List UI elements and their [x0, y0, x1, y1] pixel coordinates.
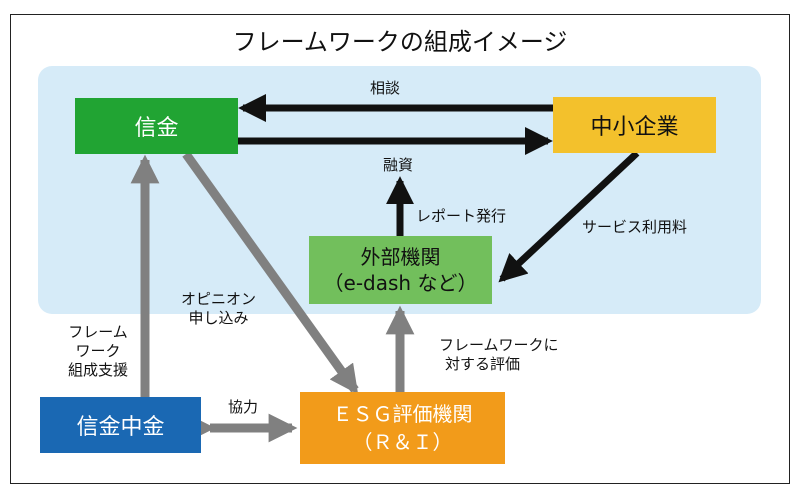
label-framework-evaluation: フレームワークに 対する評価: [439, 336, 559, 374]
node-external-label-line1: 外部機関: [360, 245, 441, 269]
label-framework-support-line2: ワーク: [75, 342, 121, 360]
node-esg-agency: ＥＳＧ評価機関 （Ｒ＆Ｉ）: [300, 392, 505, 464]
node-shinkin-chukin: 信金中金: [40, 397, 201, 453]
node-shinkin-label: 信金: [134, 116, 179, 141]
arrow-sme-to-external: [498, 150, 640, 283]
node-sme: 中小企業: [553, 97, 716, 153]
label-consultation: 相談: [370, 79, 401, 97]
node-shinkin: 信金: [75, 98, 238, 154]
label-framework-evaluation-line1: フレームワークに: [439, 336, 559, 354]
node-sme-label: 中小企業: [590, 115, 679, 140]
node-external-label-line2: （e-dash など）: [323, 271, 478, 295]
label-framework-support: フレーム ワーク 組成支援: [56, 323, 140, 380]
node-esg-label-line1: ＥＳＧ評価機関: [332, 402, 473, 426]
node-external-agency: 外部機関 （e-dash など）: [309, 236, 492, 304]
label-cooperation: 協力: [228, 398, 259, 416]
diagram-frame: [10, 14, 790, 484]
label-opinion-request-line2: 申し込み: [188, 309, 249, 327]
label-service-fee: サービス利用料: [582, 218, 688, 236]
label-opinion-request: オピニオン 申し込み: [181, 290, 256, 328]
arrow-shinkin-to-esg: [182, 151, 359, 395]
label-opinion-request-line1: オピニオン: [181, 290, 257, 308]
diagram-title: フレームワークの組成イメージ: [232, 28, 568, 56]
node-shinkin-chukin-label: 信金中金: [76, 415, 165, 440]
label-report-issue: レポート発行: [416, 207, 507, 225]
label-framework-evaluation-line2: 対する評価: [445, 355, 521, 373]
label-financing: 融資: [383, 156, 414, 174]
label-framework-support-line1: フレーム: [68, 323, 128, 341]
label-framework-support-line3: 組成支援: [67, 361, 128, 379]
node-esg-label-line2: （Ｒ＆Ｉ）: [352, 430, 453, 454]
